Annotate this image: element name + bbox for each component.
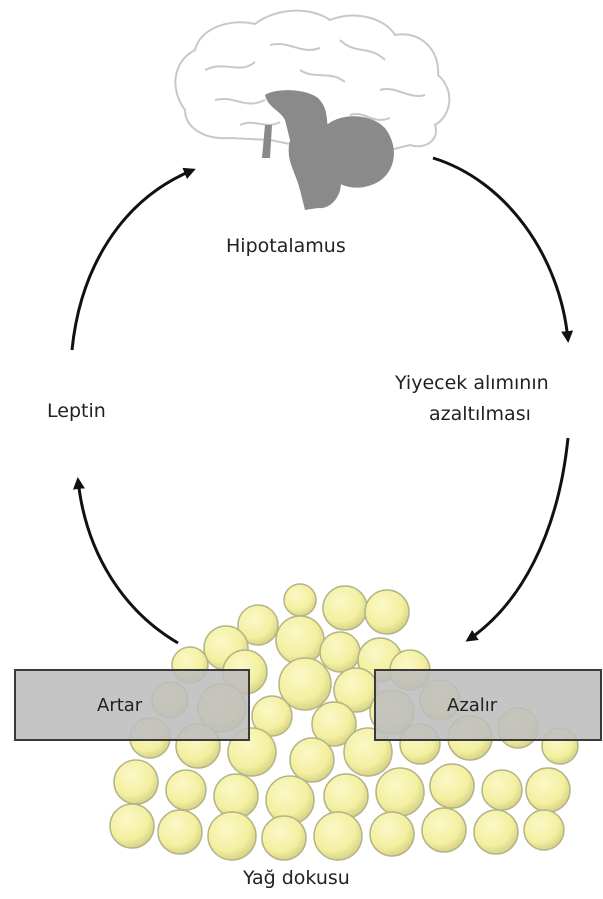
decrease-label: Azalır <box>447 695 497 716</box>
fat-cell <box>376 768 424 816</box>
fat-cell <box>370 812 414 856</box>
fat-cell <box>110 804 154 848</box>
leptin-label: Leptin <box>47 400 106 422</box>
increase-label: Artar <box>97 695 142 716</box>
fat-cell <box>323 586 367 630</box>
cerebellum <box>320 116 394 187</box>
fat-cell <box>430 764 474 808</box>
fat-cell <box>324 774 368 818</box>
brain-icon <box>175 11 449 210</box>
fat-cell <box>290 738 334 782</box>
fat-cell <box>114 760 158 804</box>
fat-cell <box>365 590 409 634</box>
arrow-food-to-fat <box>468 438 568 640</box>
food-intake-label-line1: Yiyecek alımının <box>395 372 549 394</box>
fat-cell <box>320 632 360 672</box>
fat-cell <box>524 810 564 850</box>
fat-cell <box>158 810 202 854</box>
fat-cell <box>422 808 466 852</box>
food-intake-label-line2: azaltılması <box>429 403 531 425</box>
fat-cell <box>474 810 518 854</box>
fat-cell <box>262 816 306 860</box>
fat-cell <box>166 770 206 810</box>
hypothalamus-label: Hipotalamus <box>226 235 346 257</box>
fat-cell <box>208 812 256 860</box>
fat-tissue-label: Yağ dokusu <box>243 867 350 889</box>
arrow-leptin-to-brain <box>72 170 193 350</box>
fat-cell <box>214 774 258 818</box>
fat-cell <box>314 812 362 860</box>
arrow-fat-to-leptin <box>78 480 178 643</box>
fat-cell <box>284 584 316 616</box>
arrow-brain-to-food <box>433 158 568 340</box>
fat-cell <box>526 768 570 812</box>
fat-cell <box>482 770 522 810</box>
fat-cell <box>276 616 324 664</box>
